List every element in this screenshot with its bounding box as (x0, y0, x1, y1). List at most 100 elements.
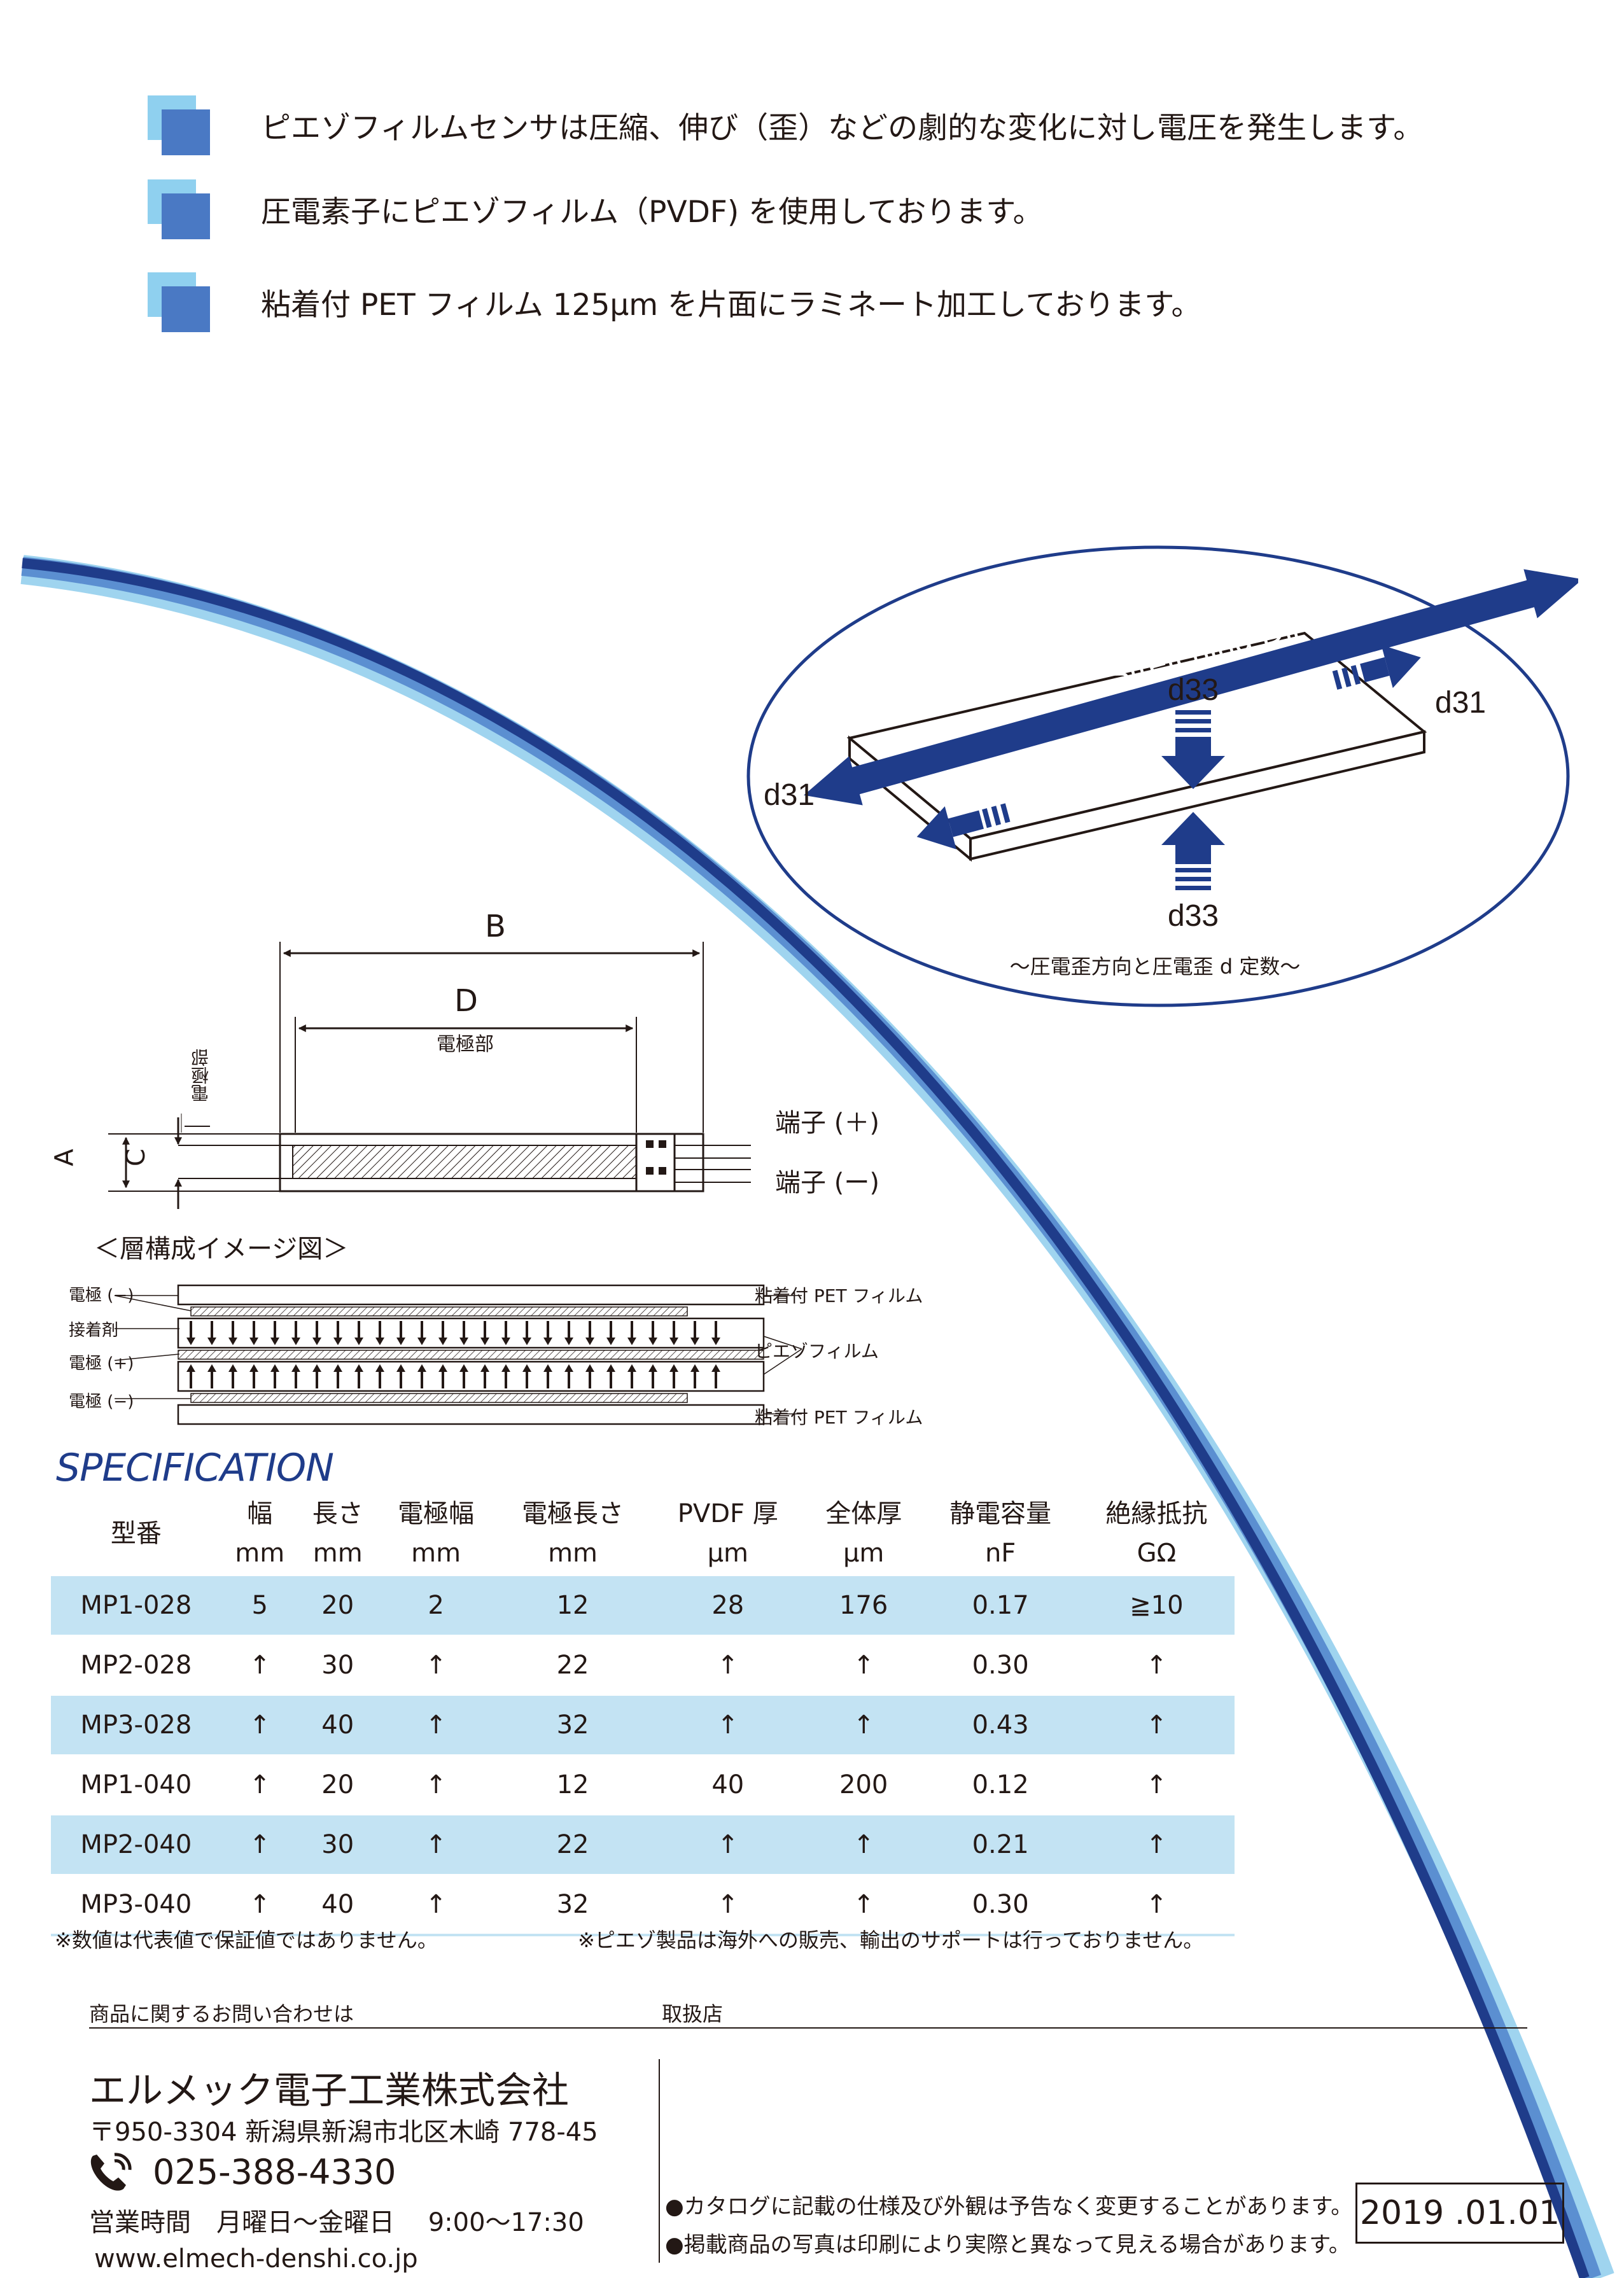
polarization-up-arrow (417, 1364, 426, 1388)
model-cell: MP1-040 (51, 1754, 221, 1815)
company-address: 〒950-3304 新潟県新潟市北区木崎 778-45 (89, 2118, 598, 2147)
d33-bottom-label: d33 (1168, 899, 1219, 933)
spec-cell: 5 (221, 1575, 298, 1635)
polarization-down-arrow (543, 1321, 552, 1345)
layer-label-left: 電極 (+) (69, 1354, 134, 1373)
polarization-down-arrow (669, 1321, 678, 1345)
website-link[interactable]: www.elmech-denshi.co.jp (94, 2244, 418, 2274)
spec-cell: 0.21 (922, 1814, 1079, 1875)
spec-cell: 0.43 (922, 1695, 1079, 1755)
polarization-down-arrow (396, 1321, 405, 1345)
spec-cell: 22 (494, 1814, 651, 1875)
dimension-diagram (108, 942, 751, 1209)
spec-row: MP2-028↑30↑22↑↑0.30↑ (51, 1635, 1235, 1695)
d33-top-label: d33 (1168, 673, 1219, 707)
issue-date: 2019 .01.01 (1355, 2183, 1564, 2244)
label-d: D (454, 983, 478, 1019)
model-cell: MP3-040 (51, 1874, 221, 1936)
polarization-up-arrow (354, 1364, 363, 1388)
spec-cell: ↑ (650, 1874, 805, 1936)
polarization-down-arrow (354, 1321, 363, 1345)
electrode-part-label: 電極部 (437, 1033, 494, 1056)
polarization-up-arrow (186, 1364, 195, 1388)
polarization-down-arrow (375, 1321, 384, 1345)
polarization-down-arrow (438, 1321, 447, 1345)
layer-label-left: 電極 (−) (69, 1286, 134, 1305)
spec-row: MP3-040↑40↑32↑↑0.30↑ (51, 1874, 1235, 1936)
bullet-icon (148, 179, 211, 241)
divider-vertical (659, 2059, 660, 2263)
spec-cell: ↑ (1078, 1754, 1235, 1815)
polarization-down-arrow (522, 1321, 531, 1345)
layer-label-right: 粘着付 PET フィルム (755, 1285, 923, 1306)
polarization-up-arrow (522, 1364, 531, 1388)
polarization-up-arrow (627, 1364, 636, 1388)
bullet-icon (148, 95, 211, 157)
spec-cell: ↑ (221, 1874, 298, 1936)
polarization-down-arrow (417, 1321, 426, 1345)
spec-cell: 32 (494, 1695, 651, 1755)
spec-cell: 0.17 (922, 1575, 1079, 1635)
spec-title: SPECIFICATION (56, 1446, 334, 1490)
polarization-down-arrow (459, 1321, 468, 1345)
spec-cell: 0.12 (922, 1754, 1079, 1815)
polarization-up-arrow (207, 1364, 216, 1388)
spec-row: MP3-028↑40↑32↑↑0.43↑ (51, 1695, 1235, 1755)
spec-cell: ↑ (377, 1635, 495, 1695)
spec-cell: ↑ (377, 1874, 495, 1936)
polarization-up-arrow (396, 1364, 405, 1388)
spec-cell: ↑ (1078, 1635, 1235, 1695)
spec-cell: 40 (650, 1754, 805, 1815)
stretch-arrow (804, 569, 1578, 806)
spec-cell: 0.30 (922, 1635, 1079, 1695)
spec-cell: ↑ (221, 1754, 298, 1815)
spec-cell: 40 (298, 1874, 377, 1936)
spec-cell: ↑ (804, 1814, 923, 1875)
polarization-down-arrow (564, 1321, 573, 1345)
spec-cell: ↑ (1078, 1695, 1235, 1755)
spec-cell: ↑ (804, 1695, 923, 1755)
d31-left-arrow (916, 803, 1011, 849)
spec-cell: ≧10 (1078, 1575, 1235, 1635)
spec-cell: ↑ (804, 1635, 923, 1695)
spec-cell: 200 (804, 1754, 923, 1815)
polarization-down-arrow (648, 1321, 657, 1345)
polarization-up-arrow (312, 1364, 321, 1388)
polarization-down-arrow (207, 1321, 216, 1345)
polarization-up-arrow (501, 1364, 510, 1388)
polarization-down-arrow (501, 1321, 510, 1345)
spec-cell: 30 (298, 1814, 377, 1875)
polarization-up-arrow (669, 1364, 678, 1388)
spec-cell: 20 (298, 1754, 377, 1815)
model-cell: MP2-028 (51, 1635, 221, 1695)
spec-cell: ↑ (377, 1754, 495, 1815)
spec-cell: 12 (494, 1575, 651, 1635)
polarization-down-arrow (711, 1321, 720, 1345)
polarization-down-arrow (333, 1321, 342, 1345)
polarization-down-arrow (249, 1321, 258, 1345)
electrode-part-vertical-label: 電極部 (190, 1049, 211, 1102)
spec-cell: ↑ (1078, 1814, 1235, 1875)
layer-diagram-title: ＜層構成イメージ図＞ (94, 1234, 349, 1264)
label-c: C (121, 1149, 151, 1166)
layer-label-right: 粘着付 PET フィルム (755, 1407, 923, 1428)
phone-number[interactable]: 025-388-4330 (153, 2152, 396, 2192)
d33-down-arrow (1161, 710, 1225, 789)
feature-text: ピエゾフィルムセンサは圧縮、伸び（歪）などの劇的な変化に対し電圧を発生します。 (261, 111, 1424, 146)
company-name: エルメック電子工業株式会社 (89, 2069, 570, 2112)
polarization-up-arrow (270, 1364, 279, 1388)
spec-cell: ↑ (221, 1635, 298, 1695)
polarization-down-arrow (585, 1321, 594, 1345)
polarization-down-arrow (312, 1321, 321, 1345)
spec-note-left: ※数値は代表値で保証値ではありません。 (55, 1928, 438, 1952)
diagram-caption: 〜圧電歪方向と圧電歪 d 定数〜 (1010, 954, 1301, 979)
spec-cell: 20 (298, 1575, 377, 1635)
spec-row: MP2-040↑30↑22↑↑0.21↑ (51, 1814, 1235, 1875)
polarization-up-arrow (711, 1364, 720, 1388)
polarization-down-arrow (228, 1321, 237, 1345)
